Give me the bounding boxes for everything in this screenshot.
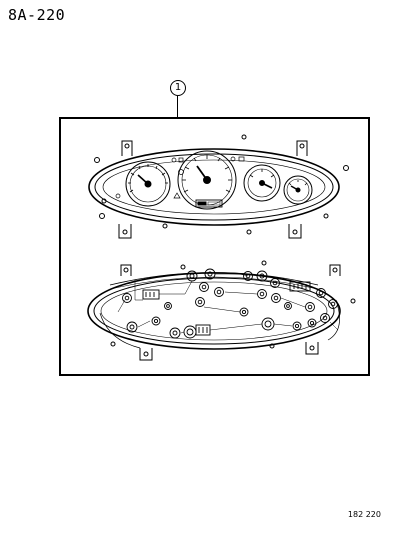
warning-lamps: [115, 156, 245, 199]
circuit-traces: [117, 273, 339, 334]
fuel-gauge-dial: [243, 164, 281, 202]
cluster-front-view: [88, 134, 349, 239]
drawing-number: 182 220: [347, 510, 381, 519]
rear-mounting-tabs: [110, 260, 356, 361]
speedometer-dial: [177, 150, 237, 210]
callout-number: 1: [170, 80, 186, 96]
temperature-gauge-dial: [283, 175, 313, 205]
tachometer-dial: [125, 161, 171, 207]
front-bottom-tabs: [99, 198, 329, 239]
page-code: 8A-220: [8, 6, 66, 24]
cluster-rear-view: [87, 260, 356, 361]
callout-leader-line: [177, 96, 178, 118]
assembly-frame: [59, 117, 370, 376]
front-top-tabs: [94, 134, 349, 171]
